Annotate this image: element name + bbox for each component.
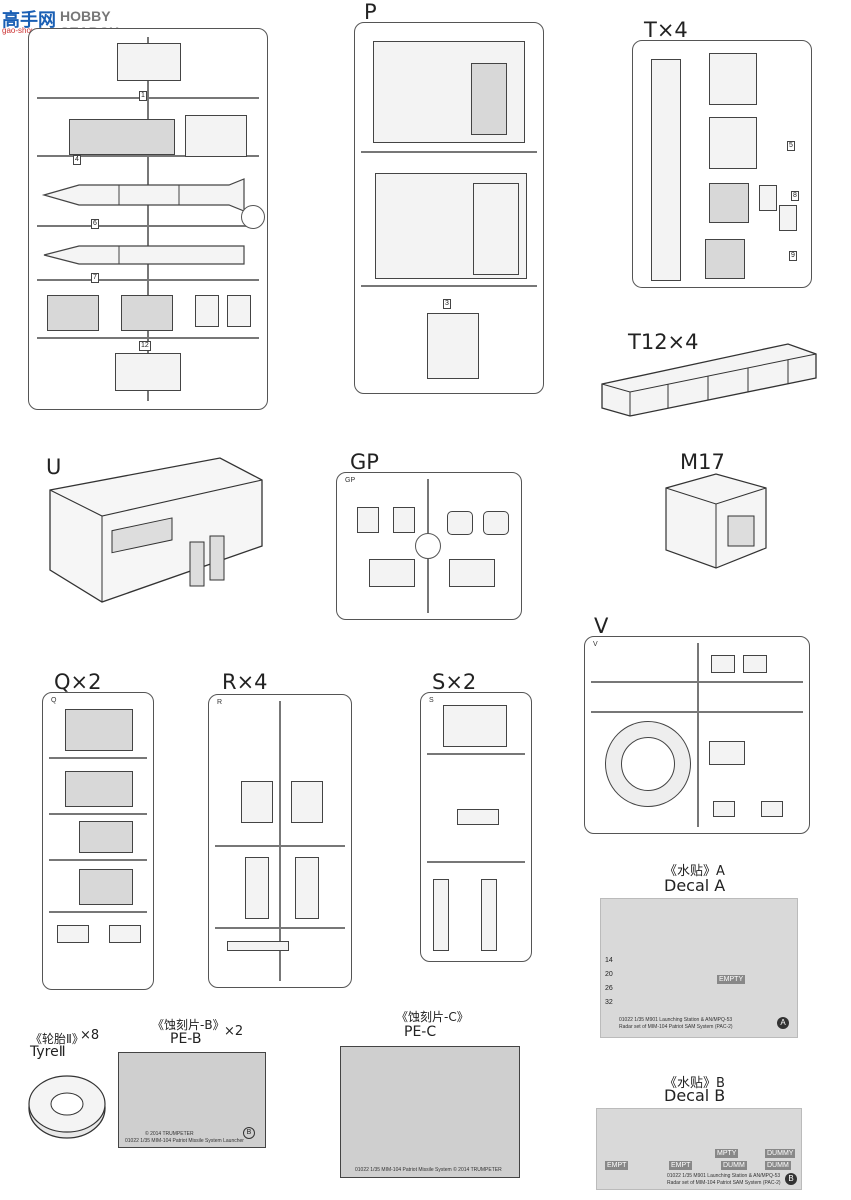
tyre-cn: 《轮胎Ⅱ》 [30, 1032, 84, 1046]
sprue-s: S [420, 692, 532, 962]
pe-b-line2: 01022 1/35 MIM-104 Patriot Missile Syste… [125, 1138, 244, 1144]
part-label-u: U [46, 455, 62, 479]
pe-c-cn: 《蚀刻片-C》 [396, 1010, 469, 1024]
sprue-v: V [584, 636, 810, 834]
sprue-label-gp: GP [350, 450, 379, 474]
part-label-m17: M17 [680, 450, 725, 474]
pe-c-line: 01022 1/35 MIM-104 Patriot Missile Syste… [355, 1167, 502, 1173]
sprue-label-p: P [364, 0, 377, 24]
sprue-tag: Q [51, 697, 57, 704]
decal-b-mark: B [785, 1173, 797, 1185]
sprue-missile-main: 1 4 6 7 12 [28, 28, 268, 410]
sprue-tag: R [217, 699, 223, 706]
sprue-q: Q [42, 692, 154, 990]
pe-b-label: PE-B [170, 1031, 202, 1047]
cn-logo-text: 高手网 [2, 10, 56, 30]
decal-b-caption-2: Radar set of MIM-104 Patriot SAM System … [667, 1180, 781, 1186]
sprue-r: R [208, 694, 352, 988]
decal-mpty: MPTY [715, 1149, 739, 1158]
tyre-label: TyreⅡ [30, 1044, 66, 1060]
pe-b-count: ×2 [224, 1024, 244, 1039]
decal-a-caption-2: Radar set of MIM-104 Patriot SAM System … [619, 1024, 733, 1030]
pe-c-label: PE-C [404, 1024, 437, 1040]
decal-a-mark: A [777, 1017, 789, 1029]
decal-dumm-2: DUMM [765, 1161, 791, 1170]
decal-dummy: DUMMY [765, 1149, 796, 1158]
decal-sheet-a: EMPTY 32 26 20 14 01022 1/35 M901 Launch… [600, 898, 798, 1038]
sprue-gp: GP [336, 472, 522, 620]
tyre-count: ×8 [80, 1028, 100, 1043]
sprue-p: 3 [354, 22, 544, 394]
u-part-drawing [49, 457, 263, 603]
missile-part [43, 245, 245, 265]
tyre-drawing [28, 1075, 106, 1139]
sprue-t: 5 8 9 [632, 40, 812, 288]
missile-part [41, 178, 245, 212]
sprue-tag: S [429, 697, 434, 704]
part-label-t12: T12×4 [628, 330, 699, 354]
pe-b-mark: B [243, 1127, 255, 1139]
sprue-label-s: S×2 [432, 670, 477, 694]
decal-b-label: Decal B [664, 1086, 726, 1105]
sprue-tag: GP [345, 477, 356, 484]
t12-part-drawing [601, 343, 817, 417]
decal-empt: EMPT [605, 1161, 629, 1170]
sprue-tag: V [593, 641, 598, 648]
sprue-label-v: V [594, 614, 609, 638]
decal-b-caption: 01022 1/35 M901 Launching Station & AN/M… [667, 1173, 781, 1179]
pe-b-line1: © 2014 TRUMPETER [145, 1131, 194, 1137]
sprue-label-q: Q×2 [54, 670, 102, 694]
decal-sheet-b: EMPT EMPT MPTY DUMM DUMMY DUMM 01022 1/3… [596, 1108, 802, 1190]
sprue-label-r: R×4 [222, 670, 268, 694]
decal-empty: EMPTY [717, 975, 746, 984]
decal-a-caption: 01022 1/35 M901 Launching Station & AN/M… [619, 1017, 733, 1023]
pe-b-cn: 《蚀刻片-B》 [152, 1018, 225, 1032]
m17-part-drawing [665, 473, 767, 569]
pe-fret-b: © 2014 TRUMPETER 01022 1/35 MIM-104 Patr… [118, 1052, 266, 1148]
pe-fret-c: 01022 1/35 MIM-104 Patriot Missile Syste… [340, 1046, 520, 1178]
decal-dumm: DUMM [721, 1161, 747, 1170]
sprue-label-t: T×4 [644, 18, 688, 42]
decal-a-cn: 《水贴》A [664, 864, 725, 879]
decal-a-label: Decal A [664, 876, 726, 895]
decal-empt-2: EMPT [669, 1161, 693, 1170]
decal-b-cn: 《水贴》B [664, 1076, 725, 1091]
site-url: gao-shou.com [2, 26, 53, 35]
